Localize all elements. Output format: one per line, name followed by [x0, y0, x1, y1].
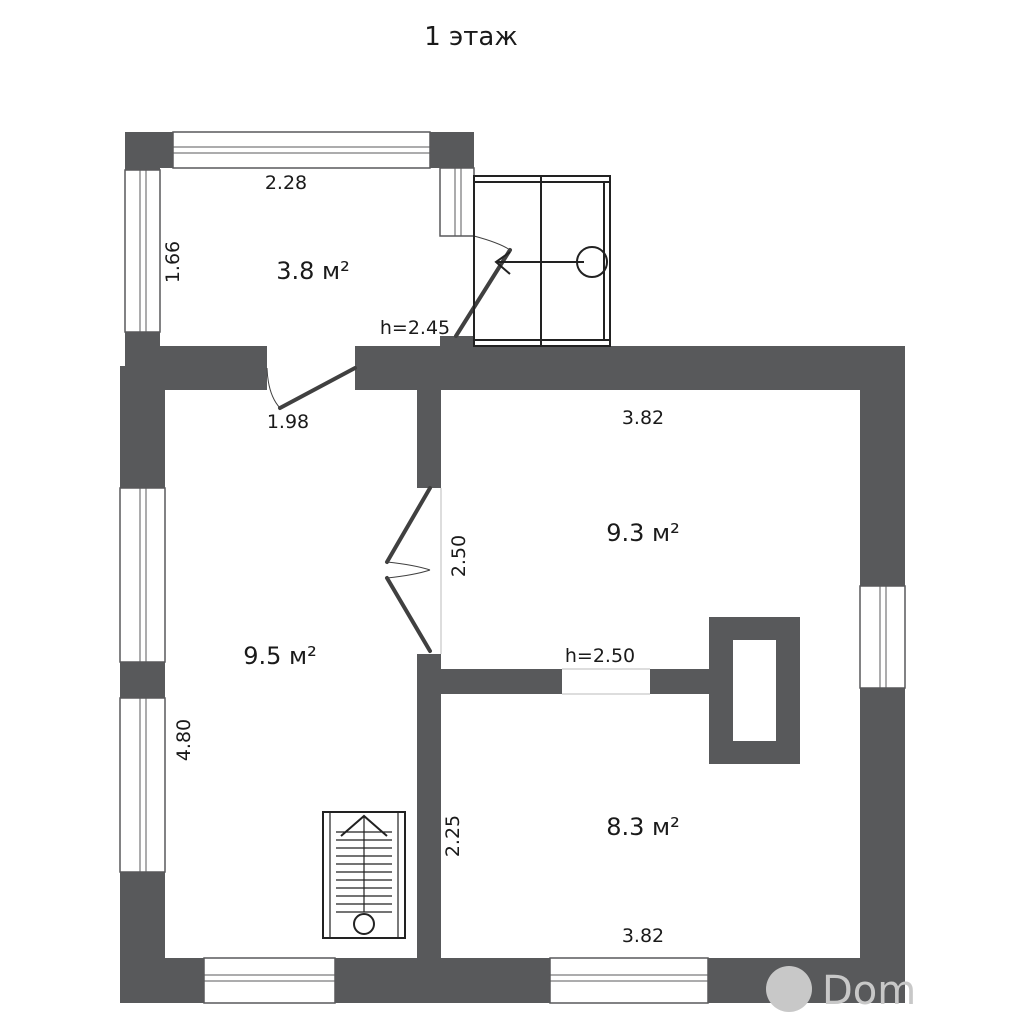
dim-vestibule-width: 2.28: [265, 172, 307, 194]
doors: [266, 235, 650, 695]
stove-block: [709, 617, 800, 764]
area-left-room: 9.5 м²: [243, 642, 317, 670]
interior-stairs: [322, 811, 406, 939]
watermark-logo-icon: [766, 966, 812, 1012]
watermark: Dom: [766, 966, 916, 1014]
window-left-upper: [119, 487, 166, 663]
height-inner-opening: h=2.50: [565, 645, 635, 667]
wall-vestibule-top-right: [430, 132, 474, 168]
windows: [119, 131, 906, 1004]
window-left-lower: [119, 697, 166, 873]
wall-vestibule-right-bottom: [440, 336, 474, 348]
wall-bottom-2: [335, 958, 550, 1003]
wall-partition-upper: [417, 390, 441, 488]
floor-title: 1 этаж: [424, 22, 518, 52]
wall-vestibule-top-left: [125, 132, 173, 168]
door-partition-double: [385, 486, 442, 654]
area-vestibule: 3.8 м²: [276, 257, 350, 285]
labels: 3.8 м² 9.5 м² 9.3 м² 8.3 м² 2.28 1.66 1.…: [162, 172, 680, 947]
wall-left-2: [120, 662, 165, 698]
height-entrance: h=2.45: [380, 317, 450, 339]
stairs-start-marker: [576, 246, 608, 278]
wall-left-1: [120, 366, 165, 488]
window-bottom-left: [203, 957, 336, 1004]
area-bottom-right-room: 8.3 м²: [606, 813, 680, 841]
window-bottom-right: [549, 957, 709, 1004]
door-vestibule-inner: [266, 366, 357, 410]
wall-right-1: [860, 346, 905, 586]
porch-stairs: [473, 175, 611, 347]
dim-partition-upper: 2.50: [448, 535, 470, 577]
interior-stairs-marker: [353, 913, 375, 935]
wall-main-top-right: [355, 346, 905, 390]
dim-partition-lower: 2.25: [442, 815, 464, 857]
dim-left-room-length: 4.80: [173, 719, 195, 761]
window-right: [859, 585, 906, 689]
dim-vestibule-door: 1.98: [267, 411, 309, 433]
walls: [120, 132, 905, 1003]
window-vestibule-top: [172, 131, 431, 169]
window-vestibule-left: [124, 169, 161, 333]
wall-partition-horizontal-right: [650, 669, 712, 694]
dim-vestibule-depth: 1.66: [162, 241, 184, 283]
wall-partition-lower: [417, 654, 441, 958]
door-entrance: [454, 235, 512, 338]
wall-partition-horizontal-left: [441, 669, 562, 694]
wall-vestibule-left-cap: [125, 168, 160, 170]
area-top-right-room: 9.3 м²: [606, 519, 680, 547]
window-vestibule-right: [439, 167, 475, 237]
dim-bottom-right-width: 3.82: [622, 925, 664, 947]
wall-bottom-1: [120, 958, 204, 1003]
watermark-text: Dom: [822, 968, 916, 1014]
wall-right-2: [860, 688, 905, 958]
dim-top-right-width: 3.82: [622, 407, 664, 429]
